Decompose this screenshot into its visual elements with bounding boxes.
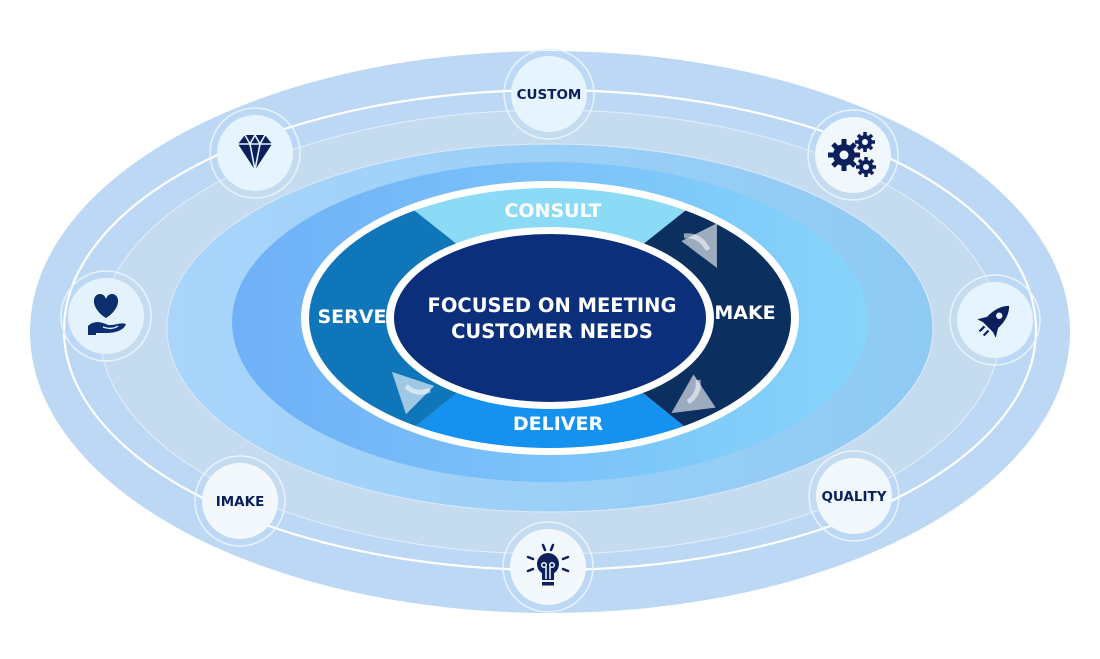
segment-deliver (309, 318, 791, 448)
orbit-node-custom: CUSTOM (503, 48, 595, 140)
arrow-deliver-to-serve (391, 371, 435, 415)
node-label-imake: IMAKE (216, 494, 265, 510)
node-label-quality: QUALITY (821, 489, 886, 505)
label-make: MAKE (714, 302, 775, 324)
segment-consult (309, 188, 791, 318)
orbit-node-lightbulb (502, 521, 594, 613)
orbit-node-rocket (949, 274, 1041, 366)
orbit-node-imake: IMAKE (194, 455, 286, 547)
arrow-consult-to-make (681, 223, 717, 268)
arrow-make-to-deliver (671, 374, 716, 414)
gears-icon (828, 132, 876, 177)
orbit-node-gears (807, 109, 899, 201)
lightbulb-icon (526, 543, 570, 586)
label-serve: SERVE (318, 306, 387, 328)
center-ellipse (394, 234, 706, 402)
orbit-node-heart-hand (60, 270, 152, 362)
center-title-line2: CUSTOMER NEEDS (451, 320, 653, 343)
center-title-line1: FOCUSED ON MEETING (428, 294, 677, 317)
orbit-node-quality: QUALITY (808, 450, 900, 542)
label-consult: CONSULT (504, 200, 601, 222)
heart-hand-icon (88, 294, 126, 335)
orbit-node-diamond (209, 107, 301, 199)
diamond-icon (238, 134, 272, 171)
rocket-icon (977, 305, 1010, 338)
node-label-custom: CUSTOM (517, 87, 582, 103)
label-deliver: DELIVER (513, 413, 604, 435)
